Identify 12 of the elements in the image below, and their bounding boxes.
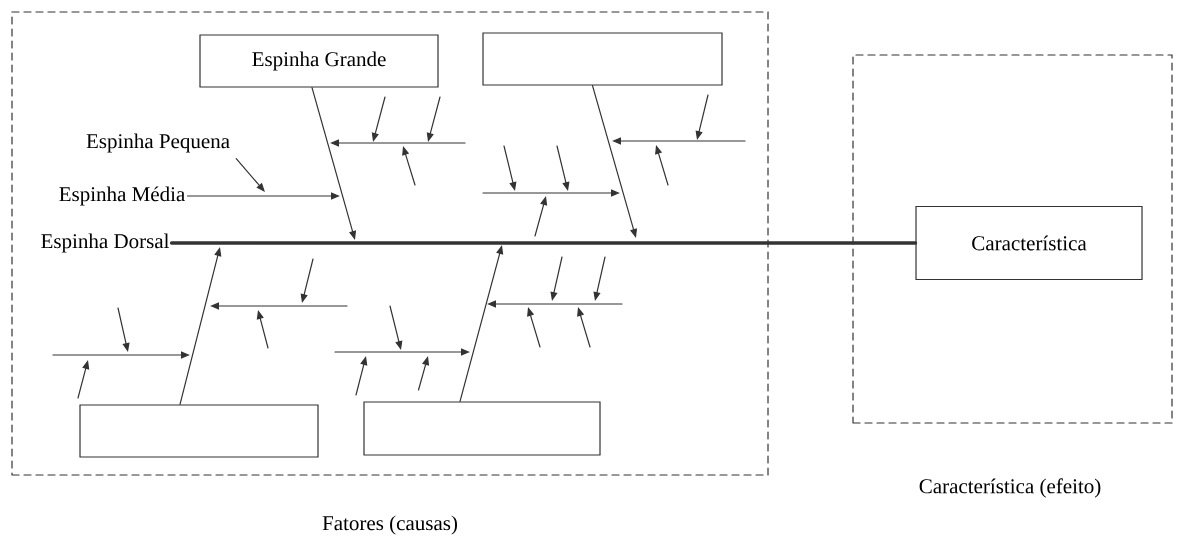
empty-box	[363, 401, 601, 456]
empty-box	[79, 404, 319, 458]
text-box: Espinha Grande	[199, 34, 439, 88]
spine-line	[169, 241, 918, 245]
text-box: Característica	[915, 205, 1143, 281]
empty-box	[482, 32, 723, 86]
bone-label: Espinha Média	[59, 186, 185, 206]
frame-caption: Característica (efeito)	[919, 478, 1101, 498]
frame-caption: Fatores (causas)	[322, 515, 457, 535]
bone-label: Espinha Dorsal	[41, 233, 170, 253]
bone-arrow	[235, 158, 265, 192]
bone-label: Espinha Pequena	[86, 133, 230, 153]
